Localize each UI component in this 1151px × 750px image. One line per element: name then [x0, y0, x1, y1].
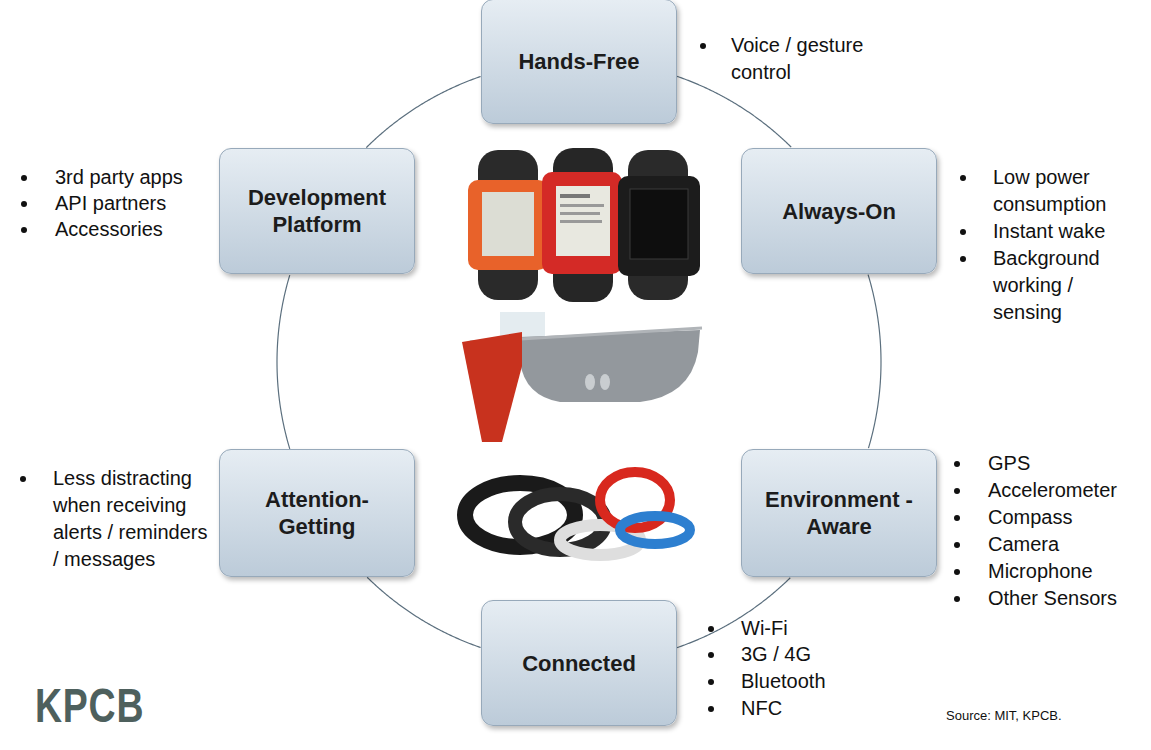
feature-box: Attention- Getting — [219, 449, 415, 577]
feature-box: Always-On — [741, 148, 937, 274]
ring-arc — [677, 76, 791, 147]
bullet-dot — [700, 43, 706, 49]
feature-bullet: Bluetooth — [741, 668, 871, 695]
bullet-dot — [954, 515, 960, 521]
watch-screen — [630, 189, 688, 259]
nose-pad — [585, 374, 595, 390]
bullet-dot — [708, 706, 714, 712]
feature-bullet: Accessories — [55, 216, 225, 243]
box-title: Environment -Aware — [752, 486, 926, 540]
fitness-band — [620, 516, 690, 544]
nose-pad — [600, 374, 610, 390]
bullet-dot — [960, 229, 966, 235]
watch-screen — [556, 186, 610, 256]
feature-bullet: Background working / sensing — [993, 245, 1128, 326]
box-title: Connected — [522, 650, 636, 677]
feature-bullet: Low power consumption — [993, 164, 1128, 218]
bullet-dot — [960, 256, 966, 262]
bullet-dot — [954, 542, 960, 548]
screen-line — [560, 212, 600, 215]
bullet-dot — [21, 175, 27, 181]
watch-body — [542, 172, 622, 274]
glass-lens — [520, 330, 700, 402]
glass-prism — [500, 312, 545, 337]
watch-body — [618, 176, 700, 276]
box-title: Always-On — [782, 198, 896, 225]
watch-body — [468, 180, 548, 270]
feature-bullet: Instant wake — [993, 218, 1128, 245]
ring-arc — [868, 275, 881, 449]
watch-screen — [482, 192, 534, 256]
feature-bullet: Compass — [988, 504, 1148, 531]
ring-arc — [277, 275, 290, 449]
bullet-dot — [954, 488, 960, 494]
bullet-dot — [708, 626, 714, 632]
bullet-dot — [21, 201, 27, 207]
feature-bullet: 3rd party apps — [55, 164, 225, 191]
feature-box: Hands-Free — [481, 0, 677, 124]
feature-bullet: GPS — [988, 450, 1148, 477]
watch-strap — [553, 148, 613, 302]
glass-arm — [462, 332, 522, 442]
bullet-dot — [954, 596, 960, 602]
source-note: Source: MIT, KPCB. — [946, 707, 1146, 725]
feature-bullet: Less distracting when receiving alerts /… — [53, 465, 218, 573]
feature-bullet: Voice / gesture control — [731, 32, 891, 86]
ring-arc — [367, 577, 480, 647]
feature-bullet: 3G / 4G — [741, 641, 871, 668]
box-title: Hands-Free — [518, 48, 639, 75]
watch-strap — [628, 150, 688, 300]
feature-bullet: API partners — [55, 190, 225, 217]
bullet-dot — [954, 461, 960, 467]
bullet-dot — [954, 569, 960, 575]
feature-bullet: Accelerometer — [988, 477, 1148, 504]
feature-bullet: NFC — [741, 695, 871, 722]
box-title: Attention- Getting — [230, 486, 404, 540]
bullet-dot — [21, 227, 27, 233]
bullet-dot — [960, 175, 966, 181]
ring-arc — [366, 76, 480, 147]
feature-box: Environment -Aware — [741, 449, 937, 577]
bullet-dot — [708, 679, 714, 685]
feature-bullet: Other Sensors — [988, 585, 1148, 612]
feature-bullet: Camera — [988, 531, 1148, 558]
feature-box: Connected — [481, 600, 677, 726]
watch-strap — [478, 150, 538, 300]
screen-line — [560, 220, 602, 223]
feature-box: Development Platform — [219, 148, 415, 274]
feature-bullet: Wi-Fi — [741, 615, 871, 642]
bullet-dot — [708, 652, 714, 658]
screen-line — [560, 194, 590, 198]
feature-bullet: Microphone — [988, 558, 1148, 585]
bullet-dot — [20, 476, 26, 482]
screen-line — [560, 204, 604, 207]
brand-logo: KPCB — [35, 680, 191, 732]
box-title: Development Platform — [230, 184, 404, 238]
